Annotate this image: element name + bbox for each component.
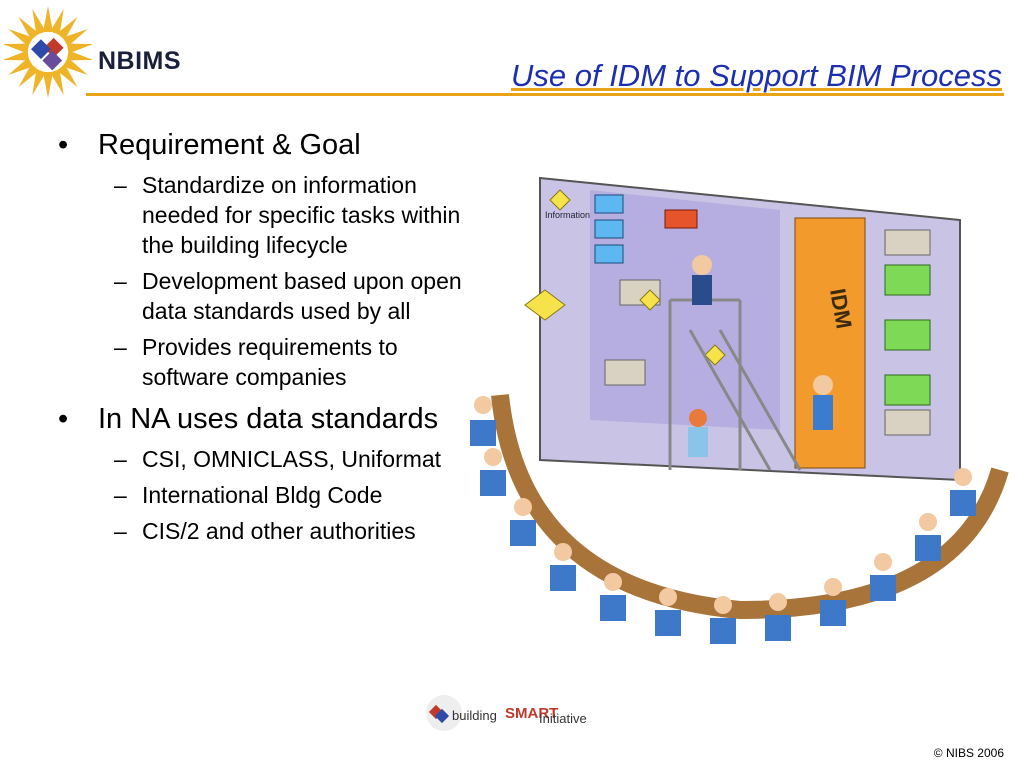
building-text: building (452, 708, 497, 723)
bullet-text: In NA uses data standards (98, 403, 439, 435)
bullet-text: Requirement & Goal (98, 129, 361, 161)
sub-bullet-item: –CIS/2 and other authorities (114, 518, 416, 544)
buildingsmart-logo: building SMART Initiative (422, 693, 622, 733)
sub-bullet-item: –Provides requirements to software compa… (114, 334, 398, 390)
nbims-logo: NBIMS (0, 0, 220, 110)
title-rule (86, 93, 1004, 96)
information-label: Information (545, 210, 590, 220)
logo-text: NBIMS (98, 47, 182, 75)
sub-bullet-text: Standardize on information needed for sp… (142, 172, 461, 258)
bullet-list: •Requirement & Goal –Standardize on info… (58, 128, 508, 552)
initiative-text: Initiative (539, 711, 587, 726)
sunburst-logo-icon (2, 6, 94, 98)
sub-bullet-item: –International Bldg Code (114, 482, 383, 508)
sub-bullet-text: Provides requirements to software compan… (142, 334, 398, 390)
smart-text: SMART (505, 705, 558, 722)
bullet-item: •In NA uses data standards (58, 403, 439, 435)
sub-bullet-text: International Bldg Code (142, 482, 383, 508)
idm-meeting-illustration: IDM Information (470, 176, 1009, 644)
sub-bullet-item: –Standardize on information needed for s… (114, 172, 461, 258)
sub-bullet-text: CSI, OMNICLASS, Uniformat (142, 446, 442, 472)
copyright: © NIBS 2006 (933, 746, 1004, 760)
sub-bullet-text: CIS/2 and other authorities (142, 518, 416, 544)
bullet-item: •Requirement & Goal (58, 129, 361, 161)
sub-bullet-item: –CSI, OMNICLASS, Uniformat (114, 446, 442, 472)
sub-bullet-item: –Development based upon open data standa… (114, 268, 462, 324)
sub-bullet-text: Development based upon open data standar… (142, 268, 462, 324)
page-title: Use of IDM to Support BIM Process (510, 58, 1002, 93)
